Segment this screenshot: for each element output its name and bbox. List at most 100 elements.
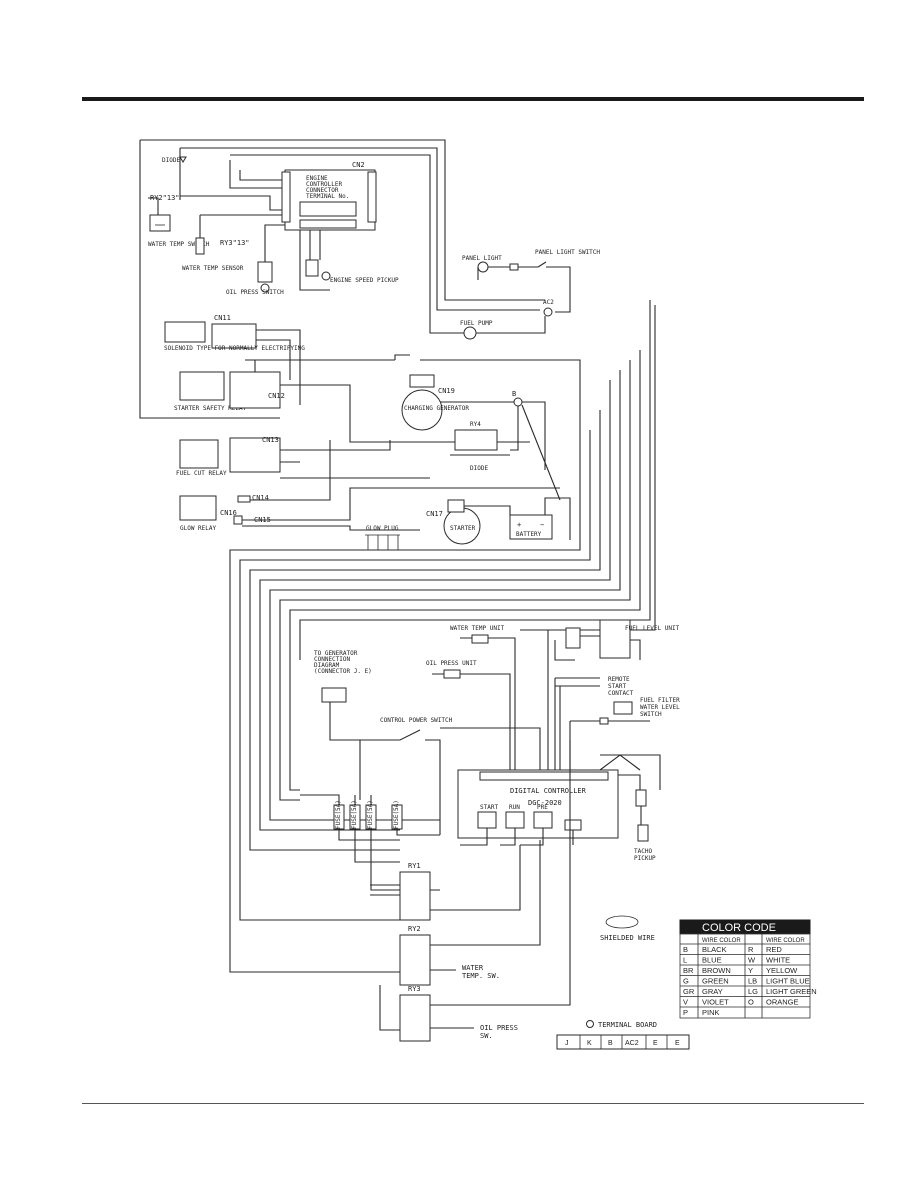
color-code-right-code: O [748,998,754,1007]
battery-plus: + [517,521,521,529]
b-node-label: B [512,390,516,398]
terminal-k: K [587,1040,592,1047]
color-code-right-code: W [748,956,756,965]
digital-controller-label: DIGITAL CONTROLLER [510,787,587,795]
solenoid-label: SOLENOID TYPE FOR NORMALLY ELECTRIFYING [164,345,305,352]
tacho-pickup-line-1: TACHO [634,848,652,855]
run-label: RUN [509,804,520,811]
color-code-right-color: ORANGE [766,998,799,1007]
to-generator-line-4: (CONNECTOR J. E) [314,668,372,675]
remote-start-contact: REMOTE START CONTACT [554,676,634,770]
terminal-b: B [608,1040,613,1047]
battery-minus: − [540,521,544,529]
water-temp-sensor-label: WATER TEMP SENSOR [182,265,244,272]
oil-press-switch-label: OIL PRESS SWITCH [226,289,284,296]
panel-light: PANEL LIGHT PANEL LIGHT SWITCH [462,249,600,313]
dgc-label: DGC-2020 [528,799,562,807]
glow-relay-label: GLOW RELAY [180,525,217,532]
color-code-left-color: GRAY [702,987,723,996]
ry1-label: RY1 [408,862,421,870]
glow-relay: GLOW RELAY CN14 CN16 CN15 [179,440,560,532]
to-generator-connection: TO GENERATOR CONNECTION DIAGRAM (CONNECT… [314,650,372,800]
terminal-j: J [565,1040,569,1047]
color-code-left-code: B [683,945,688,954]
header-rule [82,97,864,101]
cn14-label: CN14 [252,494,269,502]
glow-plug-label: GLOW PLUG [366,525,399,532]
diode-mid-label: DIODE [470,465,488,472]
engine-controller-line-4: TERMINAL No. [306,193,349,200]
color-code-left-color: BROWN [702,966,731,975]
oil-press-sw-line-1: OIL PRESS [480,1024,518,1032]
color-code-left-color: GREEN [702,977,729,986]
tacho-pickup: TACHO PICKUP [599,754,661,862]
remote-start-line-2: START [608,683,626,690]
panel-light-label: PANEL LIGHT [462,255,502,262]
color-code-right-code: LB [748,977,757,986]
fuel-filter-switch: FUEL FILTER WATER LEVEL SWITCH [569,697,680,770]
color-code-left-code: G [683,977,689,986]
color-code-right-color: YELLOW [766,966,798,975]
cn19-label: CN19 [438,387,455,395]
ac2-label: AC2 [543,299,554,306]
water-temp-switch: WATER TEMP SWITCH [148,214,210,248]
ry4-relay: RY4 DIODE [440,421,530,472]
shielded-wire-label: SHIELDED WIRE [600,934,655,942]
engine-speed-pickup-label: ENGINE SPEED PICKUP [330,277,399,284]
cn13-label: CN13 [262,436,279,444]
color-code-right-code: Y [748,966,753,975]
control-power-switch-label: CONTROL POWER SWITCH [380,717,453,724]
engine-controller-line-3: CONNECTOR [306,187,339,194]
color-code-right-color: RED [766,945,782,954]
color-code-left-code: V [683,998,688,1007]
color-code-left-code: P [683,1008,688,1017]
engine-speed-pickup: ENGINE SPEED PICKUP [299,230,399,291]
color-code-left-code: BR [683,966,694,975]
fuel-filter-line-3: SWITCH [640,711,662,718]
ry3-relay: RY3 OIL PRESS SW. [379,740,571,1042]
color-code-right-color: LIGHT GREEN [766,987,817,996]
terminal-ac2: AC2 [625,1040,639,1047]
cn12-connector: CN12 [229,359,440,443]
starter-safety-relay: STARTER SAFETY RELAY [174,371,247,412]
control-power-switch: CONTROL POWER SWITCH [360,717,541,835]
to-generator-line-2: CONNECTION [314,656,351,663]
ry2-label: RY2 [408,925,421,933]
cn16-label: CN16 [220,509,237,517]
fuel-filter-line-1: FUEL FILTER [640,697,680,704]
fuel-pump: FUEL PUMP [429,316,546,340]
panel-light-switch-label: PANEL LIGHT SWITCH [535,249,600,256]
footer-rule [82,1103,864,1104]
oil-press-sw-line-2: SW. [480,1032,493,1040]
terminal-e1: E [653,1040,658,1047]
color-code-left-color: BLACK [702,945,727,954]
fuel-filter-line-2: WATER LEVEL [640,704,680,711]
tacho-pickup-line-2: PICKUP [634,855,656,862]
color-code-header-left: WIRE COLOR [702,938,741,944]
color-code-right-code: LG [748,987,758,996]
to-generator-line-3: DIAGRAM [314,662,340,669]
top-bus-wires [139,139,545,419]
cn2-connector: CN2 ENGINE CONTROLLER CONNECTOR TERMINAL… [281,161,377,231]
water-temp-sw-line-2: TEMP. SW. [462,972,500,980]
cn2-label: CN2 [352,161,365,169]
fuse-3-label: FUSE(5A) [367,800,374,829]
battery: BATTERY + − [509,497,571,540]
color-code-left-code: L [683,956,687,965]
engine-controller-line-2: CONTROLLER [306,181,343,188]
ry3-13-label: RY3"13" [220,239,250,247]
terminal-board-label: TERMINAL BOARD [598,1021,657,1029]
water-temp-sw-line-1: WATER [462,964,484,972]
solenoid: CN11 SOLENOID TYPE FOR NORMALLY ELECTRIF… [164,314,305,405]
charging-generator-label: CHARGING GENERATOR [404,405,469,412]
fuel-level-unit-label: FUEL LEVEL UNIT [625,625,680,632]
color-code-left-color: BLUE [702,956,722,965]
color-code-left-color: VIOLET [702,998,729,1007]
to-generator-line-1: TO GENERATOR [314,650,358,657]
water-temp-switch-label: WATER TEMP SWITCH [148,241,210,248]
fuel-cut-relay-label: FUEL CUT RELAY [176,470,227,477]
battery-label: BATTERY [516,531,542,538]
color-code-header-right: WIRE COLOR [766,938,805,944]
